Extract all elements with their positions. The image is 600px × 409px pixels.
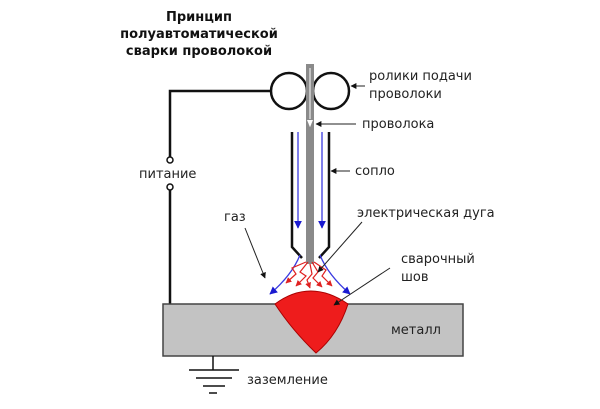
gas-flow-arrows [269, 132, 351, 295]
seam-label-line-1: сварочный [401, 252, 475, 267]
wire-label: проволока [362, 117, 434, 132]
wire [306, 64, 314, 264]
title-line-3: сварки проволокой [126, 44, 272, 59]
title-line-1: Принцип [166, 10, 232, 25]
ground-label: заземление [247, 373, 328, 388]
rollers-label-line-2: проволоки [369, 87, 442, 102]
rollers-label-line-1: ролики подачи [369, 69, 472, 84]
metal-label: металл [391, 323, 441, 338]
arc-label: электрическая дуга [357, 206, 495, 221]
power-terminal-bottom [166, 183, 174, 191]
feed-roller-left [269, 71, 309, 111]
weld-seam [274, 290, 349, 354]
title-line-2: полуавтоматической [120, 27, 278, 42]
power-terminal-top [166, 156, 174, 164]
pointer-arrows [244, 83, 391, 306]
gas-label: газ [224, 210, 246, 225]
ground-symbol [189, 356, 239, 394]
power-label: питание [139, 167, 196, 182]
power-circuit [168, 89, 271, 304]
seam-label-line-2: шов [401, 270, 429, 285]
nozzle-label: сопло [355, 164, 395, 179]
nozzle [290, 132, 331, 259]
feed-roller-right [311, 71, 351, 111]
